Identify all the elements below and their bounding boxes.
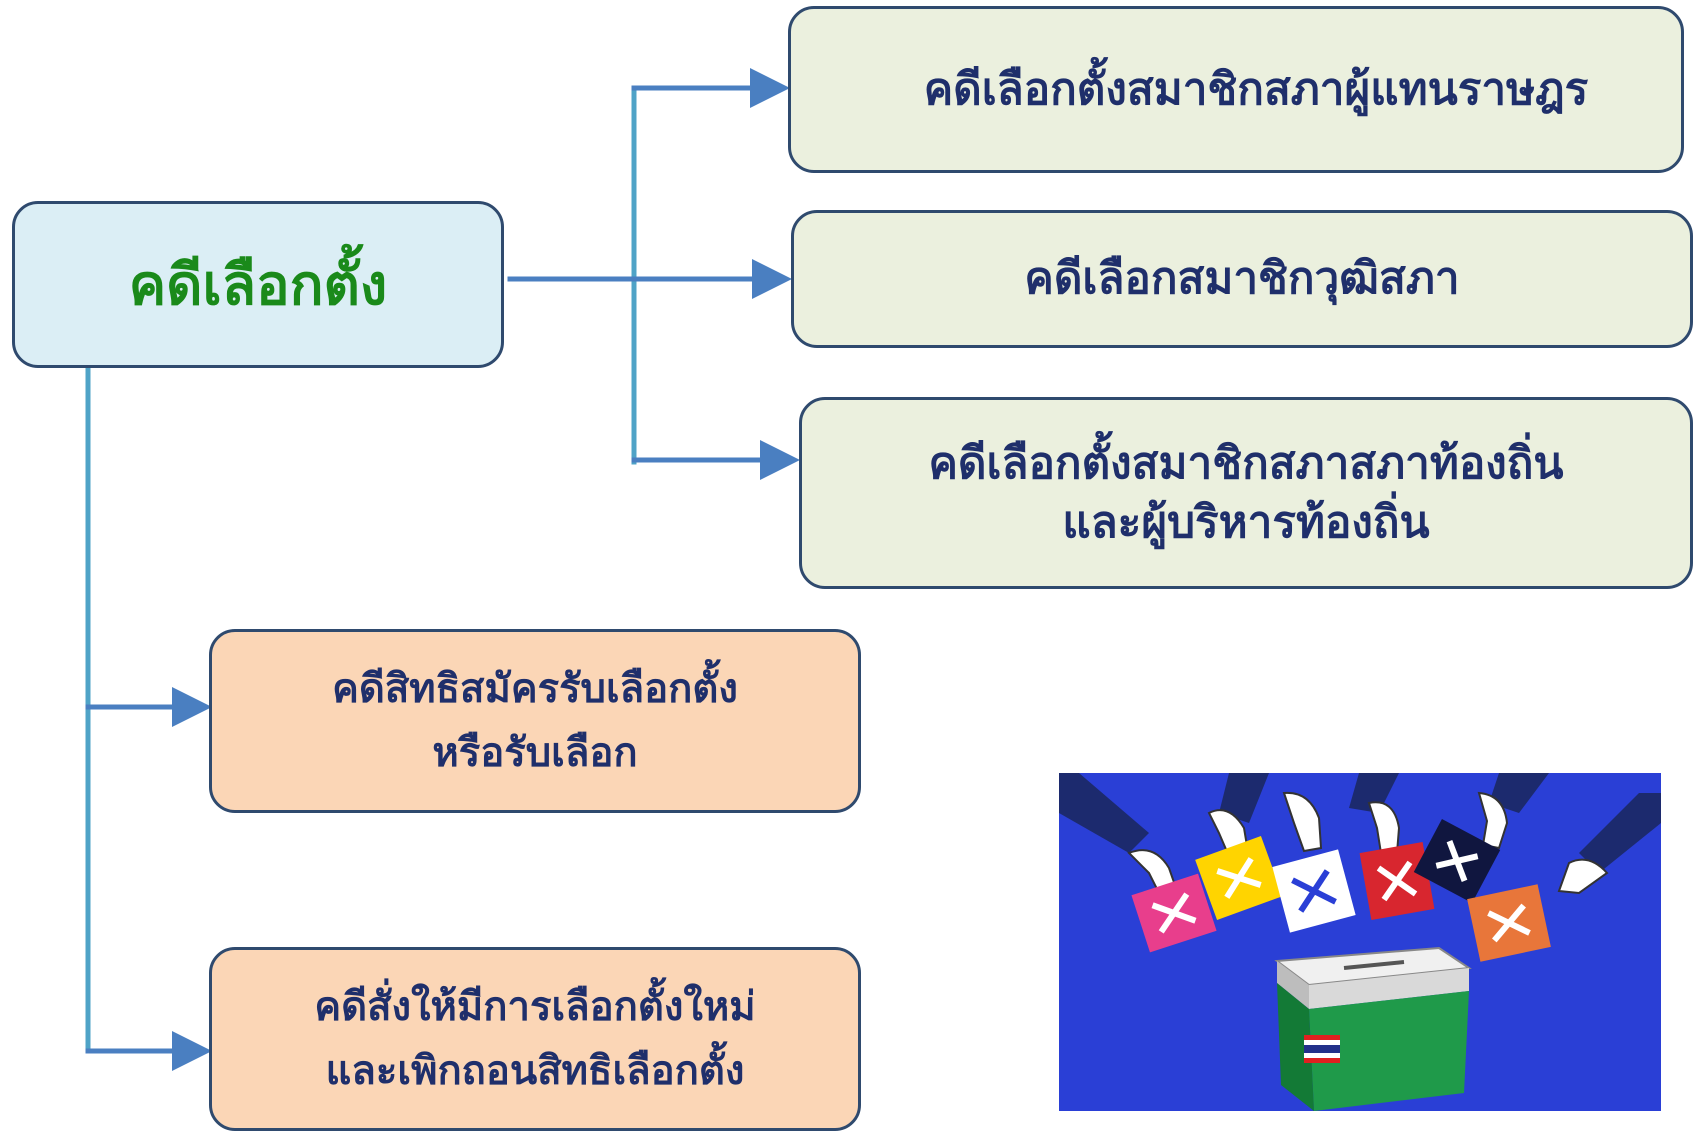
root-label: คดีเลือกตั้ง — [128, 253, 388, 318]
branch-2-line-1: คดีเลือกสมาชิกวุฒิสภา — [1024, 253, 1460, 305]
root-node: คดีเลือกตั้ง — [12, 201, 504, 368]
down-branch-1-line-1: คดีสิทธิสมัครรับเลือกตั้ง — [332, 666, 738, 712]
ballot-voting-illustration — [1059, 773, 1661, 1111]
down-branch-2-line-1: คดีสั่งให้มีการเลือกตั้งใหม่ — [314, 984, 756, 1030]
down-branch-2-line-2: และเพิกถอนสิทธิเลือกตั้ง — [325, 1048, 745, 1094]
branch-new-election: คดีสั่งให้มีการเลือกตั้งใหม่ และเพิกถอนส… — [209, 947, 861, 1131]
branch-house-of-representatives: คดีเลือกตั้งสมาชิกสภาผู้แทนราษฎร — [788, 6, 1684, 173]
branch-3-line-2: และผู้บริหารท้องถิ่น — [1062, 497, 1430, 548]
branch-3-line-1: คดีเลือกตั้งสมาชิกสภาสภาท้องถิ่น — [928, 437, 1564, 489]
branch-senate: คดีเลือกสมาชิกวุฒิสภา — [791, 210, 1693, 348]
branch-local-council: คดีเลือกตั้งสมาชิกสภาสภาท้องถิ่น และผู้บ… — [799, 397, 1693, 589]
down-branch-1-line-2: หรือรับเลือก — [432, 730, 638, 776]
branch-candidacy-rights: คดีสิทธิสมัครรับเลือกตั้ง หรือรับเลือก — [209, 629, 861, 813]
branch-1-line-1: คดีเลือกตั้งสมาชิกสภาผู้แทนราษฎร — [923, 63, 1589, 115]
